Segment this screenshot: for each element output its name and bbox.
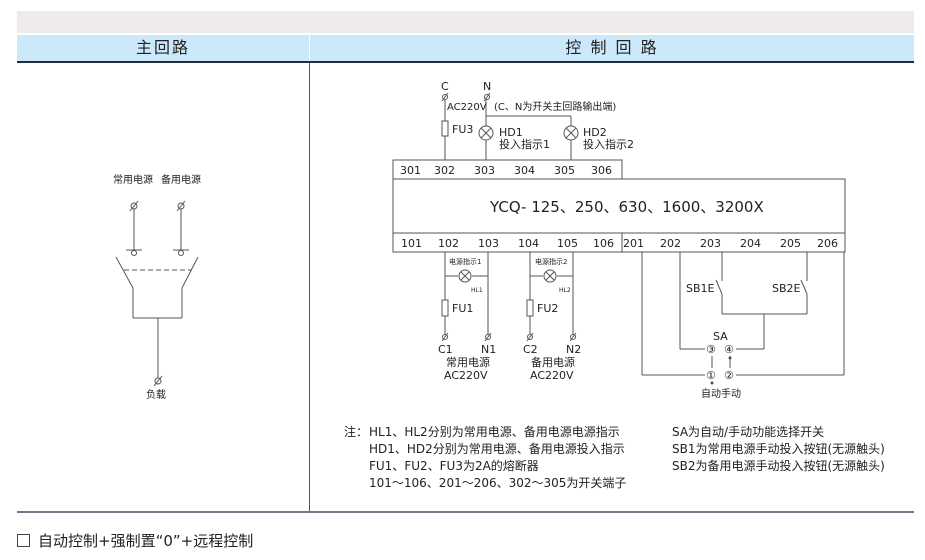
- label-backup-source: 备用电源: [531, 355, 575, 369]
- main-circuit-diagram: 常用电源 备用电源 负载: [113, 173, 201, 401]
- label-sb2: SB2E: [772, 282, 801, 295]
- note-right-3: SB2为备用电源手动投入按钮(无源触头): [672, 458, 885, 473]
- label-normal-source: 常用电源: [113, 173, 153, 186]
- note-left-2: HD1、HD2分别为常用电源、备用电源投入指示: [369, 441, 625, 456]
- terminal-105: 105: [557, 237, 578, 250]
- label-hd2-desc: 投入指示2: [583, 137, 634, 151]
- model-label: YCQ- 125、250、630、1600、3200X: [489, 198, 764, 216]
- terminal-301: 301: [400, 164, 421, 177]
- note-left-4: 101～106、201～206、302～305为开关端子: [369, 476, 626, 490]
- label-c2: C2: [523, 343, 538, 356]
- terminal-203: 203: [700, 237, 721, 250]
- terminal-icon: [441, 92, 449, 102]
- label-N: N: [483, 80, 491, 93]
- terminal-205: 205: [780, 237, 801, 250]
- terminal-icon: [153, 375, 163, 387]
- column-divider: [309, 63, 310, 511]
- terminal-row-300: 301 302 303 304 305 306: [400, 164, 612, 177]
- header-control-circuit: 控 制 回 路: [565, 38, 659, 57]
- terminal-201: 201: [623, 237, 644, 250]
- label-auto-manual: 自动手动: [701, 387, 741, 400]
- note-right-2: SB1为常用电源手动投入按钮(无源触头): [672, 441, 885, 456]
- footer-option: 自动控制+强制置“0”+远程控制: [17, 530, 253, 551]
- header-main-circuit: 主回路: [135, 38, 190, 57]
- fuse-fu2: [526, 299, 534, 317]
- terminal-103: 103: [478, 237, 499, 250]
- terminal-102: 102: [438, 237, 459, 250]
- switch-block: 301 302 303 304 305 306 YCQ- 125、250、630…: [392, 159, 846, 253]
- label-n1: N1: [481, 343, 496, 356]
- label-hl2-desc: 电源指示2: [535, 257, 567, 266]
- label-fu3: FU3: [452, 123, 473, 136]
- label-ac220v-normal: AC220V: [444, 369, 488, 382]
- label-ac220v-top: AC220V: [447, 102, 487, 113]
- terminal-302: 302: [434, 164, 455, 177]
- note-left-3: FU1、FU2、FU3为2A的熔断器: [369, 458, 539, 473]
- label-normal-source: 常用电源: [446, 355, 490, 369]
- header-rule: [17, 61, 914, 63]
- label-hd2: HD2: [583, 126, 607, 139]
- label-sb1: SB1E: [686, 282, 715, 295]
- lamp-hd2-icon: [563, 125, 579, 141]
- fuse-fu1: [441, 299, 449, 317]
- label-fu2: FU2: [537, 302, 558, 315]
- lamp-hl2-icon: [543, 269, 557, 283]
- terminal-106: 106: [593, 237, 614, 250]
- label-cn-note: (C、N为开关主回路输出端): [494, 100, 616, 113]
- label-C: C: [441, 80, 449, 93]
- label-hl1: HL1: [471, 287, 483, 294]
- terminal-101: 101: [401, 237, 422, 250]
- label-hl2: HL2: [559, 287, 571, 294]
- backup-source-circuit: 电源指示2 HL2 FU2 C2 N2 备用电源 AC220V: [523, 252, 581, 382]
- label-ac220v-backup: AC220V: [530, 369, 574, 382]
- terminal-304: 304: [514, 164, 535, 177]
- terminal-204: 204: [740, 237, 761, 250]
- label-hl1-desc: 电源指示1: [449, 257, 481, 266]
- label-load: 负载: [146, 388, 166, 401]
- label-hd1-desc: 投入指示1: [499, 137, 550, 151]
- sa-pin-4: ④: [724, 343, 734, 356]
- checkbox-icon[interactable]: [17, 534, 30, 547]
- notes-prefix: 注：: [344, 424, 368, 439]
- sa-pin-2: ②: [724, 369, 734, 382]
- sa-pin-3: ③: [706, 343, 716, 356]
- sa-pin-1: ①: [706, 369, 716, 382]
- note-right-1: SA为自动/手动功能选择开关: [672, 425, 824, 439]
- label-sa: SA: [713, 330, 728, 343]
- terminal-row-200: 201 202 203 204 205 206: [623, 237, 838, 250]
- lamp-hl1-icon: [458, 269, 472, 283]
- fuse-fu3: [441, 120, 449, 137]
- terminal-104: 104: [518, 237, 539, 250]
- table-header: 主回路 控 制 回 路: [17, 35, 914, 61]
- label-fu1: FU1: [452, 302, 473, 315]
- notes: 注： HL1、HL2分别为常用电源、备用电源电源指示 HD1、HD2分别为常用电…: [344, 424, 885, 490]
- terminal-row-100: 101 102 103 104 105 106: [401, 237, 614, 250]
- footer-option-label: 自动控制+强制置“0”+远程控制: [38, 532, 254, 550]
- terminal-306: 306: [591, 164, 612, 177]
- label-n2: N2: [566, 343, 581, 356]
- lamp-hd1-icon: [478, 125, 494, 141]
- terminal-icon: [569, 332, 577, 342]
- manual-control-circuit: SB1E SB2E SA ③ ④ ① ② 自动手动: [641, 252, 845, 400]
- top-band: [17, 11, 914, 33]
- terminal-305: 305: [554, 164, 575, 177]
- label-backup-source: 备用电源: [161, 173, 201, 186]
- note-left-1: HL1、HL2分别为常用电源、备用电源电源指示: [369, 424, 620, 439]
- terminal-202: 202: [660, 237, 681, 250]
- terminal-icon: [526, 332, 534, 342]
- label-hd1: HD1: [499, 126, 523, 139]
- bottom-rule: [17, 511, 914, 513]
- header-divider: [309, 35, 310, 61]
- terminal-206: 206: [817, 237, 838, 250]
- normal-source-circuit: 电源指示1 HL1 FU1 C1 N1 常用电源 AC220V: [438, 252, 496, 382]
- terminal-icon: [484, 332, 492, 342]
- control-top: C N AC220V (C、N为开关主回路输出端) FU3 HD1 投入指示1: [441, 80, 634, 162]
- terminal-icon: [441, 332, 449, 342]
- terminal-icon: [483, 92, 491, 102]
- label-c1: C1: [438, 343, 453, 356]
- terminal-303: 303: [474, 164, 495, 177]
